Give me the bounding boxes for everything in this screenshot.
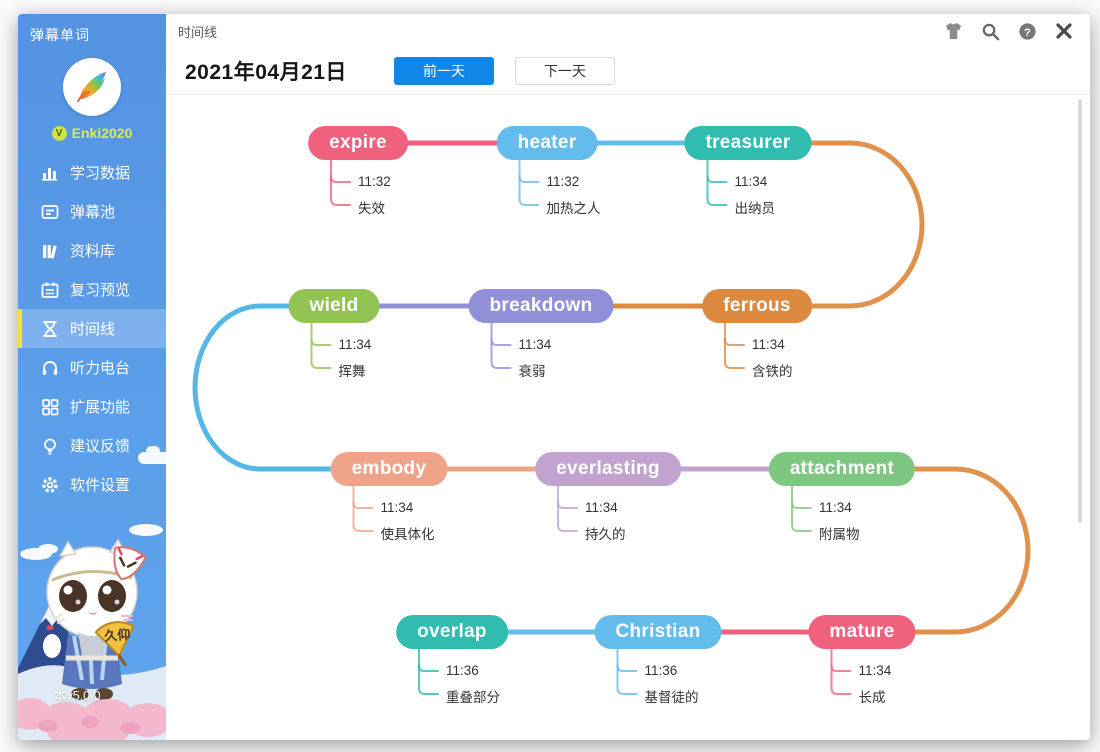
- timeline-time-label: 11:34: [734, 174, 768, 189]
- timeline-meaning-label: 失效: [358, 201, 385, 216]
- feather-logo-icon: [77, 72, 106, 102]
- chart-icon: [41, 164, 59, 182]
- sidebar-item-library[interactable]: 资料库: [18, 231, 166, 270]
- prev-day-button[interactable]: 前一天: [393, 57, 494, 85]
- timeline-meaning-label: 持久的: [585, 527, 626, 542]
- timeline-time-label: 11:34: [585, 500, 618, 515]
- timeline-node-heater[interactable]: heater: [496, 126, 598, 160]
- timeline-node-everlasting[interactable]: everlasting: [535, 452, 681, 486]
- sidebar-item-label: 学习数据: [70, 165, 131, 182]
- toolbar: 2021年04月21日 前一天 下一天: [166, 48, 1090, 94]
- page-title: 时间线: [178, 24, 218, 40]
- timeline-node-treasurer[interactable]: treasurer: [684, 126, 812, 160]
- timeline-node-expire[interactable]: expire: [308, 126, 408, 160]
- timeline-meaning-label: 长成: [858, 690, 886, 705]
- sidebar-item-grid[interactable]: 扩展功能: [18, 387, 166, 426]
- timeline-meaning-label: 含铁的: [752, 364, 793, 379]
- sidebar-item-label: 资料库: [70, 243, 116, 260]
- timeline-node-attachment[interactable]: attachment: [768, 452, 916, 486]
- sidebar-item-bulb[interactable]: 建议反馈: [18, 426, 166, 465]
- date-label: 2021年04月21日: [185, 61, 347, 84]
- theme-shirt-icon[interactable]: [943, 21, 963, 41]
- vip-badge: V: [51, 125, 67, 141]
- bulb-icon: [41, 437, 59, 455]
- timeline-meaning-label: 挥舞: [338, 364, 366, 379]
- sidebar-item-label: 软件设置: [70, 477, 131, 494]
- cloud-decoration: [138, 446, 166, 464]
- timeline-meaning-label: 基督徒的: [644, 690, 699, 705]
- user-row: V Enki2020: [18, 125, 166, 141]
- app-logo: [63, 58, 121, 116]
- timeline-meaning-label: 加热之人: [546, 201, 601, 216]
- sidebar-item-chart[interactable]: 学习数据: [18, 153, 166, 192]
- timeline-node-mature[interactable]: mature: [808, 615, 916, 649]
- timeline-time-label: 11:32: [546, 174, 580, 189]
- timeline-meaning-label: 重叠部分: [446, 690, 500, 705]
- sidebar-item-danmaku[interactable]: 弹幕池: [18, 192, 166, 231]
- timeline-time-label: 11:34: [858, 663, 892, 678]
- main-header: 时间线 ?: [166, 14, 1090, 48]
- sidebar-item-label: 复习预览: [70, 282, 131, 299]
- username: Enki2020: [71, 125, 133, 141]
- app-title: 弹幕单词: [30, 27, 90, 43]
- timeline-node-overlap[interactable]: overlap: [396, 615, 508, 649]
- timeline-time-label: 11:34: [380, 500, 414, 515]
- hourglass-icon: [41, 320, 59, 338]
- sidebar-item-label: 时间线: [70, 321, 116, 338]
- sidebar-item-calendar[interactable]: 复习预览: [18, 270, 166, 309]
- sidebar-item-gear[interactable]: 软件设置: [18, 465, 166, 504]
- help-icon[interactable]: ?: [1017, 21, 1037, 41]
- timeline-meaning-label: 出纳员: [734, 201, 776, 216]
- timeline-node-ferrous[interactable]: ferrous: [702, 289, 812, 323]
- timeline-time-label: 11:34: [819, 500, 852, 515]
- svg-text:久仰: 久仰: [104, 627, 131, 644]
- app-window: 弹幕单词 V Enki2020: [18, 14, 1090, 740]
- timeline-meaning-label: 附属物: [819, 527, 860, 542]
- danmaku-icon: [41, 203, 59, 221]
- vertical-scrollbar[interactable]: [1078, 99, 1082, 523]
- sidebar-item-label: 建议反馈: [70, 438, 131, 455]
- sidebar: 弹幕单词 V Enki2020: [18, 14, 166, 740]
- sidebar-item-label: 弹幕池: [70, 204, 116, 221]
- timeline-node-breakdown[interactable]: breakdown: [468, 289, 614, 323]
- timeline-time-label: 11:36: [644, 663, 678, 678]
- timeline-node-embody[interactable]: embody: [330, 452, 448, 486]
- timeline-node-Christian[interactable]: Christian: [594, 615, 722, 649]
- sidebar-item-headphones[interactable]: 听力电台: [18, 348, 166, 387]
- library-icon: [41, 242, 59, 260]
- sidebar-item-hourglass[interactable]: 时间线: [18, 309, 166, 348]
- grid-icon: [41, 398, 59, 416]
- headphones-icon: [41, 359, 59, 377]
- main-panel: 时间线 ? 2021年04月21日 前一天 下一天: [166, 14, 1090, 740]
- sidebar-item-label: 听力电台: [70, 360, 131, 377]
- timeline-meaning-label: 衰弱: [518, 364, 546, 379]
- timeline-time-label: 11:34: [518, 337, 552, 352]
- close-icon[interactable]: [1054, 21, 1074, 41]
- timeline-time-label: 11:34: [752, 337, 785, 352]
- sidebar-item-label: 扩展功能: [70, 399, 131, 416]
- calendar-icon: [41, 281, 59, 299]
- mascot-illustration: 久仰: [18, 524, 166, 740]
- version-text: 本v5.0.0: [54, 689, 101, 703]
- timeline-node-wield[interactable]: wield: [288, 289, 380, 323]
- timeline-time-label: 11:32: [358, 174, 391, 189]
- svg-text:?: ?: [1024, 26, 1031, 38]
- timeline-time-label: 11:36: [446, 663, 479, 678]
- timeline-time-label: 11:34: [338, 337, 372, 352]
- timeline-meaning-label: 使具体化: [380, 527, 435, 542]
- gear-icon: [41, 476, 59, 494]
- timeline-canvas: expire heater treasurer wield breakdown ferro…: [166, 94, 1090, 740]
- search-icon[interactable]: [980, 21, 1000, 41]
- next-day-button[interactable]: 下一天: [514, 57, 615, 85]
- sidebar-menu: 学习数据弹幕池资料库复习预览时间线听力电台扩展功能建议反馈软件设置: [18, 153, 166, 504]
- header-icons: ?: [943, 21, 1074, 41]
